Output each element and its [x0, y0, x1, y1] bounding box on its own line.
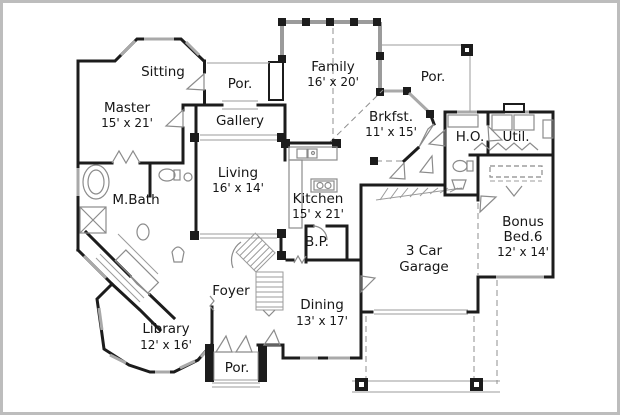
room-label-utility: Util. — [503, 129, 530, 145]
toilet-icon — [171, 246, 185, 263]
room-label-home-office: H.O. — [456, 129, 485, 145]
porch-edges — [207, 44, 473, 112]
bathtub-icon — [82, 164, 110, 200]
cooktop-icon — [313, 180, 335, 191]
door-wedge — [427, 128, 446, 147]
kitchen-island — [310, 178, 338, 193]
stair-rail — [230, 241, 242, 269]
room-label-master-bath: M.Bath — [112, 192, 159, 208]
door-wedge — [479, 195, 498, 214]
family-room-walls — [268, 18, 384, 143]
washer-icon — [491, 114, 513, 131]
room-label-garage-1: 3 Car — [406, 243, 443, 259]
right-wing-walls — [388, 110, 555, 275]
breakfast-bay-walls — [370, 87, 436, 165]
water-heater-icon — [542, 119, 554, 139]
toilet-icon — [452, 159, 468, 173]
room-label-kitchen: Kitchen — [293, 191, 344, 207]
room-label-dining: Dining — [300, 297, 344, 313]
stairs-foyer — [230, 232, 284, 317]
closet-builtin — [114, 249, 160, 294]
sink-icon — [183, 172, 193, 182]
room-dims-dining: 13' x 17' — [296, 314, 348, 328]
room-label-foyer: Foyer — [212, 283, 250, 299]
room-dims-kitchen: 15' x 21' — [292, 207, 344, 221]
door-wedge — [487, 124, 504, 142]
door-wedge — [505, 185, 523, 197]
garage-driveway — [352, 187, 500, 393]
room-dims-breakfast: 11' x 15' — [365, 125, 417, 139]
room-label-family: Family — [311, 59, 354, 75]
exterior-walls — [75, 37, 555, 374]
shower-icon — [79, 206, 107, 234]
porch-pier — [258, 346, 267, 382]
room-label-bonus-1: Bonus — [502, 214, 544, 230]
room-label-porch-ul: Por. — [228, 76, 253, 92]
bath-fixtures — [79, 164, 193, 303]
bonus-builtin — [489, 165, 543, 178]
door-wedge — [360, 275, 377, 294]
room-label-sitting: Sitting — [141, 64, 185, 80]
kitchen-sink-icon — [296, 148, 308, 159]
room-labels: Sitting Master 15' x 21' Por. Gallery Fa… — [101, 59, 549, 376]
cabinet — [447, 114, 479, 128]
room-dims-living: 16' x 14' — [212, 181, 264, 195]
room-dims-master: 15' x 21' — [101, 116, 153, 130]
dryer-icon — [513, 114, 535, 131]
porch-pier — [205, 344, 214, 382]
sink-icon — [136, 223, 150, 241]
room-label-living: Living — [218, 165, 258, 181]
room-label-butlers-pantry: B.P. — [305, 234, 329, 250]
kitchen-counter — [288, 146, 338, 161]
stair-arrow — [262, 309, 276, 317]
double-door — [111, 149, 141, 165]
room-label-breakfast: Brkfst. — [369, 109, 413, 125]
door-wedge — [388, 161, 406, 180]
door-wedge — [418, 123, 435, 148]
ceiling-line-diagonal — [329, 89, 384, 143]
door-arc — [312, 225, 328, 241]
room-label-gallery: Gallery — [216, 113, 264, 129]
wall-break — [209, 295, 215, 312]
room-dims-family: 16' x 20' — [307, 75, 359, 89]
door-wedge — [214, 334, 233, 353]
door-wedge — [234, 334, 253, 353]
master-bath-walls — [76, 149, 185, 333]
door-wedge — [262, 328, 281, 346]
room-dims-library: 12' x 16' — [140, 338, 192, 352]
sink-icon — [451, 179, 467, 190]
door-wedge — [185, 72, 205, 91]
wall-break — [293, 254, 307, 265]
room-label-master: Master — [104, 100, 151, 116]
room-label-porch-lower: Por. — [225, 360, 250, 376]
room-label-library: Library — [142, 321, 189, 337]
fireplace — [268, 61, 284, 101]
kitchen-walls — [281, 139, 349, 264]
room-label-bonus-2: Bed.6 — [503, 229, 542, 245]
toilet-icon — [158, 168, 176, 182]
door-wedge — [418, 154, 434, 174]
door-wedge — [164, 108, 184, 128]
room-dims-bonus: 12' x 14' — [497, 245, 549, 259]
shelf-zigzag — [473, 142, 539, 151]
room-label-porch-ur: Por. — [421, 69, 446, 85]
room-label-garage-2: Garage — [399, 259, 448, 275]
gallery-living-walls — [164, 72, 287, 260]
